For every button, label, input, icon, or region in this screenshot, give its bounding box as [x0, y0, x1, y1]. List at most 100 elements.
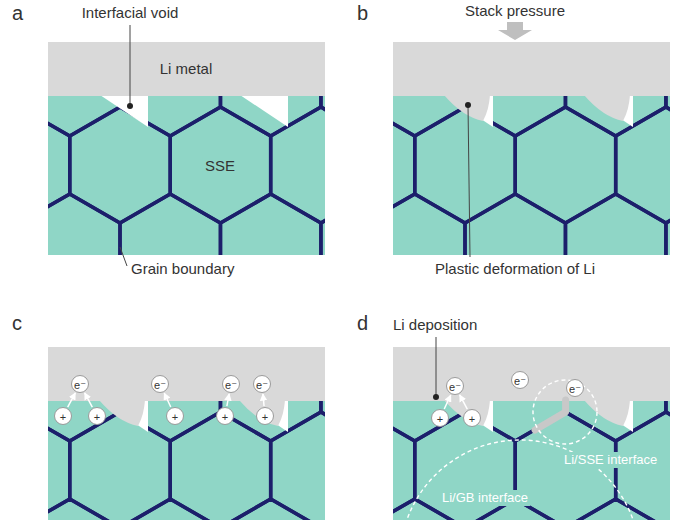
interfacial-void — [445, 95, 493, 127]
grain-boundary — [70, 412, 170, 520]
charge-symbol: e⁻ — [154, 377, 166, 393]
grain-boundary — [170, 107, 270, 223]
interfacial-void — [240, 95, 288, 127]
grain-boundary — [666, 95, 670, 136]
charge-circle: e⁻ — [253, 375, 271, 393]
ion-migration-arrow — [164, 393, 171, 407]
grain-boundary — [220, 499, 320, 520]
interfacial-void — [585, 400, 633, 432]
leader-dot — [433, 394, 439, 400]
ion-migration-arrow — [263, 394, 264, 406]
charge-symbol: + — [94, 409, 100, 425]
grain-boundary — [393, 194, 465, 255]
charge-symbol: + — [60, 409, 66, 425]
interfacial-void — [585, 95, 633, 127]
li-protrusion — [584, 95, 630, 121]
grain-boundary — [120, 194, 220, 255]
panel-letter: a — [12, 2, 23, 25]
leader-line — [120, 247, 127, 266]
panel-letter: c — [12, 312, 22, 335]
grain-boundary — [666, 400, 670, 441]
charge-circle: + — [256, 407, 274, 425]
panel-illustration — [264, 325, 685, 520]
callout-label: Stack pressure — [465, 2, 565, 20]
grain-boundary — [321, 499, 325, 520]
sse-region — [48, 95, 325, 255]
charge-symbol: + — [262, 409, 268, 425]
interfacial-void — [445, 400, 493, 432]
charge-symbol: e⁻ — [74, 377, 86, 393]
li-protrusion — [444, 95, 490, 121]
grain-boundary — [220, 194, 320, 255]
li-metal — [48, 347, 325, 401]
charge-symbol: e⁻ — [225, 377, 237, 393]
li-protrusion — [99, 400, 145, 426]
sse-region — [393, 400, 670, 520]
grain-boundary — [321, 95, 325, 136]
charge-circle: + — [463, 409, 481, 427]
charge-symbol: + — [172, 409, 178, 425]
pressure-arrow — [498, 22, 532, 40]
ion-migration-arrow — [68, 393, 76, 407]
grain-boundary — [70, 107, 170, 223]
charge-circle: + — [431, 409, 449, 427]
charge-circle: e⁻ — [71, 375, 89, 393]
zone-label: Li/SSE interface — [562, 452, 659, 468]
li-protrusion — [239, 400, 285, 426]
grain-boundaries — [48, 95, 325, 255]
panel-illustration — [264, 20, 685, 397]
material-label: Li metal — [160, 60, 213, 78]
grain-boundary — [321, 194, 325, 255]
grain-boundaries — [393, 400, 670, 520]
li-metal — [393, 42, 670, 96]
callout-label: Plastic deformation of Li — [435, 260, 595, 278]
charge-circle: e⁻ — [222, 375, 240, 393]
sse-region — [393, 95, 670, 255]
charge-symbol: + — [437, 411, 443, 427]
grain-boundary — [48, 499, 120, 520]
li-filament — [535, 400, 566, 430]
leader-dot — [127, 103, 133, 109]
grain-boundary — [666, 499, 670, 520]
grain-boundary — [120, 499, 220, 520]
callout-label: Li deposition — [393, 316, 477, 334]
panel-letter: d — [357, 312, 368, 335]
material-label: SSE — [203, 157, 237, 175]
grain-boundary — [48, 194, 120, 255]
li-metal — [393, 347, 670, 401]
grain-boundary — [515, 107, 615, 223]
li-metal — [48, 42, 325, 96]
charge-symbol: e⁻ — [514, 373, 526, 389]
charge-circle: + — [54, 407, 72, 425]
ion-migration-arrow — [444, 395, 451, 409]
grain-boundary — [415, 107, 515, 223]
interfacial-void — [100, 400, 148, 432]
grain-boundary — [666, 194, 670, 255]
grain-boundaries — [393, 95, 670, 255]
grain-boundary — [565, 194, 665, 255]
charge-circle: e⁻ — [566, 379, 584, 397]
li-protrusion — [444, 400, 490, 426]
li-protrusion — [584, 400, 630, 426]
charge-symbol: + — [469, 411, 475, 427]
dashed-zones — [400, 380, 640, 520]
charge-circle: + — [166, 407, 184, 425]
li-sse-zone — [533, 380, 597, 444]
grain-boundary — [170, 412, 270, 520]
grain-boundary — [321, 400, 325, 441]
callout-label: Grain boundary — [131, 260, 234, 278]
ion-migration-arrow — [85, 393, 93, 407]
grain-boundary — [616, 107, 670, 223]
zone-label: Li/GB interface — [440, 490, 530, 506]
leader-dot — [465, 102, 471, 108]
ion-migration-arrow — [227, 394, 229, 406]
panel-letter: b — [357, 2, 368, 25]
charge-symbol: + — [222, 409, 228, 425]
charge-symbol: e⁻ — [449, 379, 461, 395]
charge-circle: e⁻ — [511, 371, 529, 389]
leader-line — [130, 25, 131, 106]
charge-circle: + — [216, 407, 234, 425]
callout-label: Interfacial void — [82, 4, 179, 22]
charge-circle: + — [88, 407, 106, 425]
charge-circle: e⁻ — [151, 375, 169, 393]
